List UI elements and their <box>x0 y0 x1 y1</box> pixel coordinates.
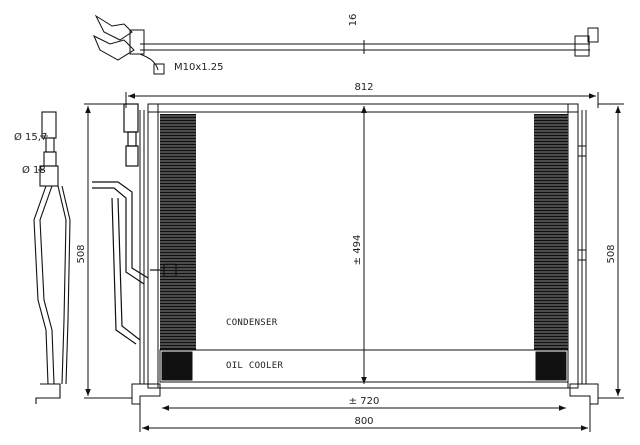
condenser-frame <box>131 103 599 405</box>
core-height-dimension: ± 494 <box>352 235 363 266</box>
inner-width-dimension: ± 720 <box>349 396 380 407</box>
right-fin-pattern <box>534 114 568 350</box>
right-tank-ribs <box>577 110 587 384</box>
height-dimension-left: 508 <box>76 244 87 263</box>
dim-800-line <box>139 400 591 432</box>
condenser-label: CONDENSER <box>226 318 278 328</box>
left-bracket <box>131 383 161 405</box>
depth-dimension: 16 <box>348 14 359 27</box>
oil-cooler-label: OIL COOLER <box>226 361 283 371</box>
pipe-diameter-1: Ø 15,7 <box>14 131 47 143</box>
core-width-dimension: 800 <box>354 416 373 427</box>
left-tank-ribs <box>139 110 145 384</box>
right-bracket <box>569 383 599 405</box>
left-fin-pattern <box>160 114 196 350</box>
side-view <box>33 111 71 404</box>
dim-508-right-line <box>598 103 624 399</box>
height-dimension-right: 508 <box>606 244 617 263</box>
front-pipe-assembly <box>92 103 177 345</box>
dim-508-left-line <box>84 103 132 399</box>
thread-label: M10x1.25 <box>174 62 224 73</box>
dim-812-line <box>125 92 599 108</box>
pipe-diameter-2: Ø 18 <box>22 164 46 176</box>
overall-width-dimension: 812 <box>354 82 373 93</box>
top-view <box>93 14 599 75</box>
